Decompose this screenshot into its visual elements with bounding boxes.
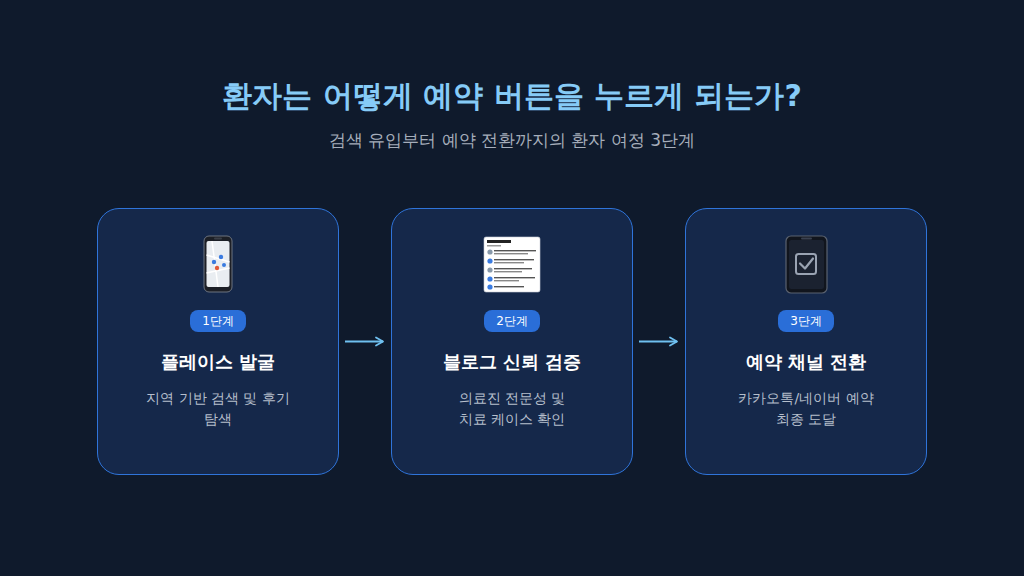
step-badge: 1단계	[190, 310, 246, 332]
diagram-title: 환자는 어떻게 예약 버튼을 누르게 되는가?	[0, 76, 1024, 117]
step-badge: 2단계	[484, 310, 540, 332]
map-phone-icon	[204, 236, 232, 292]
step-description: 카카오톡/네이버 예약 최종 도달	[731, 388, 881, 430]
blog-screenshot-icon	[484, 237, 540, 292]
step-heading: 예약 채널 전환	[746, 350, 867, 374]
step-heading: 블로그 신뢰 검증	[443, 350, 582, 374]
badge-text: 3단계	[790, 314, 822, 328]
booking-phone-icon	[786, 236, 827, 293]
badge-text: 1단계	[202, 314, 234, 328]
flow-arrow	[639, 338, 677, 346]
step-description: 의료진 전문성 및 치료 케이스 확인	[452, 388, 572, 430]
flow-arrow	[345, 338, 383, 346]
step-description: 지역 기반 검색 및 후기 탐색	[143, 388, 293, 430]
badge-text: 2단계	[496, 314, 528, 328]
step-badge: 3단계	[778, 310, 834, 332]
step-heading: 플레이스 발굴	[161, 350, 275, 374]
diagram-caption: 검색 유입부터 예약 전환까지의 환자 여정 3단계	[0, 129, 1024, 152]
